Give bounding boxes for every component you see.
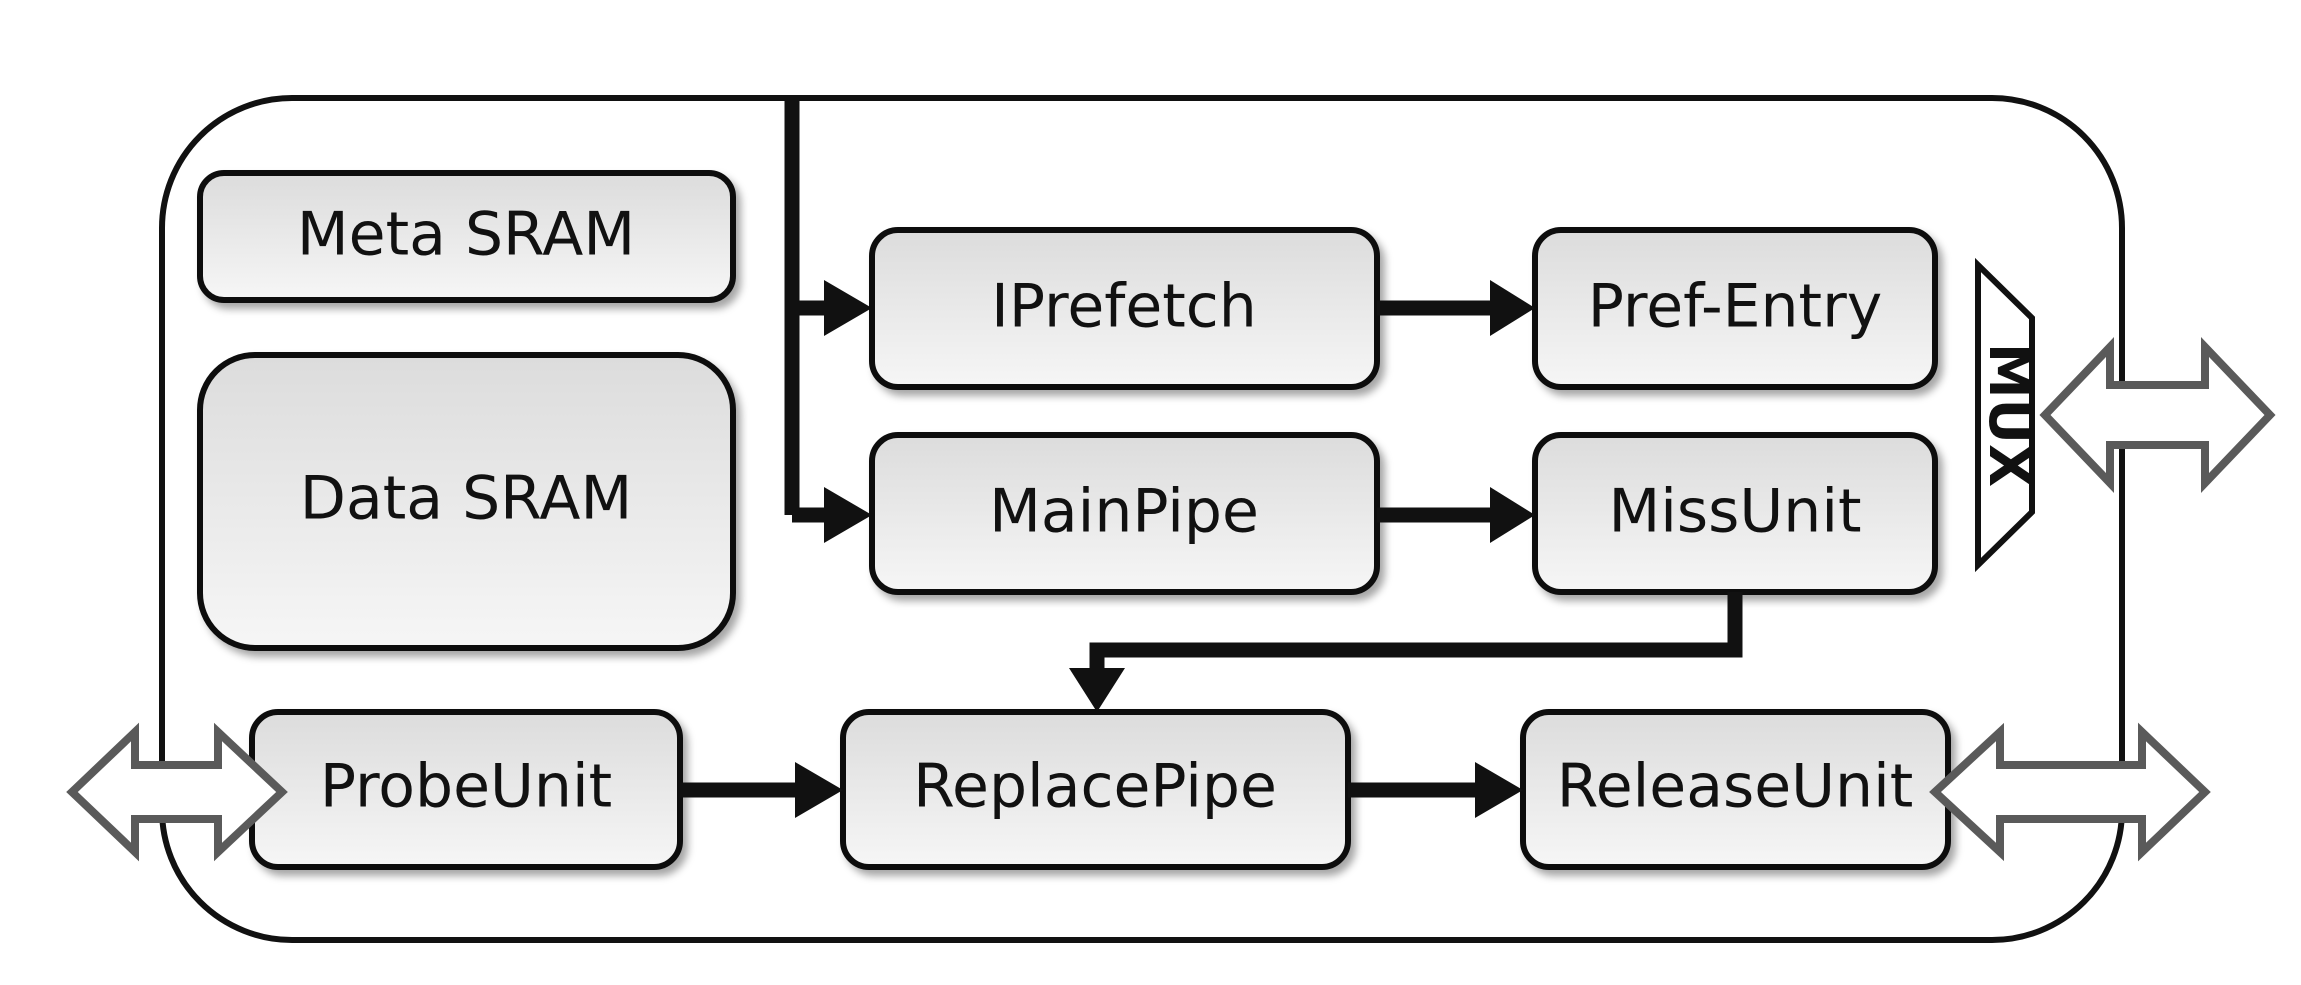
port-arrow-left-probe (66, 722, 288, 862)
arrow-missunit-to-replacepipe (1069, 592, 1743, 712)
meta-sram-block: Meta SRAM (197, 170, 736, 303)
arrow-iprefetch-to-pref-entry (1377, 280, 1535, 336)
mainpipe-block: MainPipe (869, 432, 1380, 595)
arrow-mainpipe-to-missunit (1377, 487, 1535, 543)
releaseunit-block: ReleaseUnit (1520, 709, 1951, 870)
iprefetch-label: IPrefetch (991, 272, 1257, 342)
data-sram-label: Data SRAM (300, 464, 633, 534)
pref-entry-block: Pref-Entry (1532, 227, 1938, 390)
mux-block: MUX (1975, 257, 2041, 573)
meta-sram-label: Meta SRAM (297, 200, 635, 270)
probeunit-block: ProbeUnit (249, 709, 683, 870)
input-bus (784, 98, 872, 543)
releaseunit-label: ReleaseUnit (1557, 752, 1914, 822)
iprefetch-block: IPrefetch (869, 227, 1380, 390)
port-arrow-right-release (1929, 722, 2211, 862)
mainpipe-label: MainPipe (989, 477, 1259, 547)
missunit-label: MissUnit (1608, 477, 1861, 547)
data-sram-block: Data SRAM (197, 352, 736, 651)
cache-container (159, 95, 2125, 943)
missunit-block: MissUnit (1532, 432, 1938, 595)
replacepipe-block: ReplacePipe (840, 709, 1351, 870)
arrow-probeunit-to-replacepipe (680, 762, 843, 818)
arrow-replacepipe-to-releaseunit (1348, 762, 1523, 818)
mux-label: MUX (1976, 343, 2041, 487)
probeunit-label: ProbeUnit (320, 752, 612, 822)
port-arrow-right-top (2039, 337, 2276, 493)
pref-entry-label: Pref-Entry (1588, 272, 1883, 342)
replacepipe-label: ReplacePipe (913, 752, 1277, 822)
